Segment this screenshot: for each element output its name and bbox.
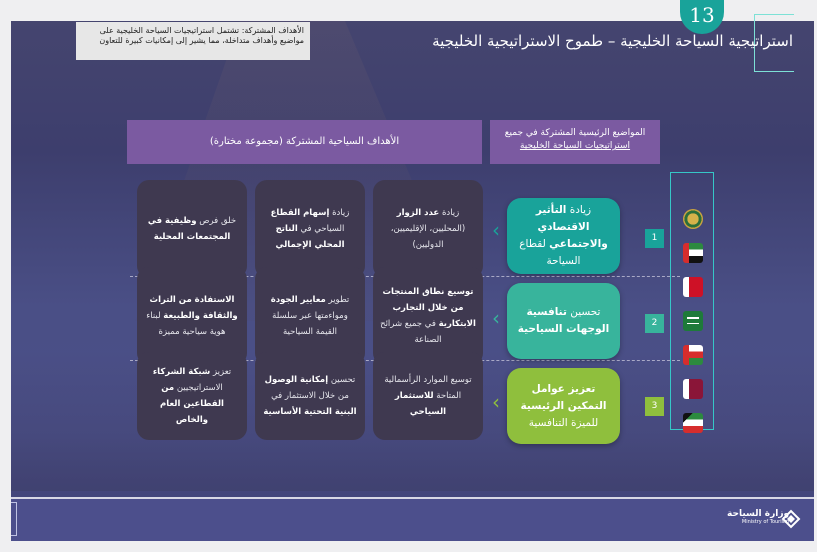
title-bracket <box>754 14 794 72</box>
ministry-logo-text: وزارة السياحة Ministry of Tourism <box>727 509 789 525</box>
goal-card: تعزيز شبكة الشركاء الاستراتيجيين من القط… <box>137 352 247 440</box>
goal-card: تحسين إمكانية الوصول من خلال الاستثمار ف… <box>255 352 365 440</box>
saudi-flag-icon <box>683 311 703 331</box>
slide-title: استراتيجية السياحة الخليجية – طموح الاست… <box>432 32 793 50</box>
theme-number: 2 <box>645 314 664 333</box>
goal-card: توسيع الموارد الرأسمالية المتاحة للاستثم… <box>373 352 483 440</box>
note-box: الأهداف المشتركة: تشتمل استراتيجيات السي… <box>76 22 310 60</box>
footer-divider <box>11 497 814 499</box>
goal-card: خلق فرص وظيفية في المجتمعات المحلية <box>137 180 247 278</box>
header-themes-line2: استراتيجيات السياحة الخليجية <box>519 141 631 151</box>
goal-card: زيادة إسهام القطاع السياحي في الناتج الم… <box>255 180 365 278</box>
logo-arabic: وزارة السياحة <box>727 509 790 519</box>
kuwait-flag-icon <box>683 413 703 433</box>
header-main-themes: المواضيع الرئيسية المشتركة في جميع استرا… <box>490 120 660 164</box>
oman-flag-icon <box>683 345 703 365</box>
goal-card: الاستفادة من التراث والثقافة والطبيعة لب… <box>137 267 247 365</box>
chevron-left-icon: ‹ <box>492 390 500 414</box>
header-themes-line1: المواضيع الرئيسية المشتركة في جميع <box>504 128 646 138</box>
header-shared-goals: الأهداف السياحية المشتركة (مجموعة مختارة… <box>127 120 482 164</box>
theme-box-1: زيادة التأثير الاقتصادي والاجتماعي لقطاع… <box>507 198 620 274</box>
theme-number: 3 <box>645 397 664 416</box>
uae-flag-icon <box>683 243 703 263</box>
logo-english: Ministry of Tourism <box>741 519 790 525</box>
footer-bar <box>11 497 814 541</box>
qatar-flag-icon <box>683 379 703 399</box>
page-number-badge: 13 <box>680 0 724 34</box>
gcc-emblem-icon <box>683 209 703 229</box>
goal-card: زيادة عدد الزوار (المحليين، الإقليميين، … <box>373 180 483 278</box>
ministry-logo-icon <box>781 509 801 529</box>
bahrain-flag-icon <box>683 277 703 297</box>
chevron-left-icon: ‹ <box>492 218 500 242</box>
theme-number: 1 <box>645 229 664 248</box>
chevron-left-icon: ‹ <box>492 306 500 330</box>
goal-card: توسيع نطاق المنتجات من خلال التجارب الاب… <box>373 267 483 365</box>
goal-card: تطوير معايير الجودة ومواءمتها عبر سلسلة … <box>255 267 365 365</box>
footer-bracket <box>11 502 17 536</box>
theme-box-3: تعزيز عوامل التمكين الرئيسية للميزة التن… <box>507 368 620 444</box>
theme-box-2: تحسين تنافسية الوجهات السياحية <box>507 283 620 359</box>
